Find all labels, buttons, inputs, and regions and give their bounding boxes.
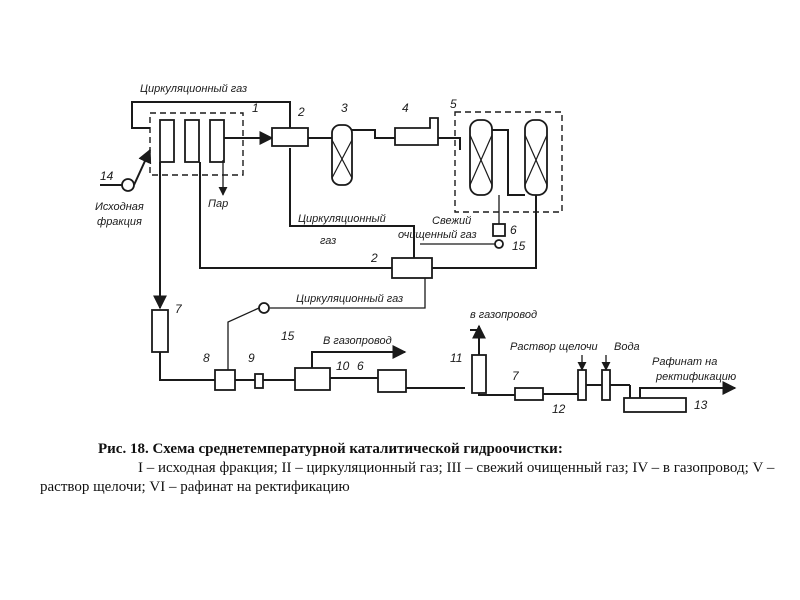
reactor-block-5 [454, 111, 563, 213]
number-7-vertical: 7 [175, 302, 183, 316]
label-raffinate-1: Рафинат на [652, 356, 717, 368]
label-circulation-gas-low: Циркуляционный газ [296, 293, 403, 305]
number-15-bottom: 15 [281, 329, 295, 343]
label-fresh-gas-2: очищенный газ [398, 229, 477, 241]
circulation-gas-top-line [131, 101, 291, 137]
exchanger-2-bottom [391, 257, 433, 279]
number-2-bottom: 2 [370, 251, 378, 265]
label-feed-2: фракция [97, 216, 142, 228]
number-15-top: 15 [512, 239, 526, 253]
reactor-3 [331, 124, 395, 186]
vessel-13 [623, 381, 737, 413]
number-6-bottom: 6 [357, 359, 364, 373]
number-5: 5 [450, 97, 457, 111]
number-7-horizontal: 7 [512, 369, 520, 383]
figure-caption: Рис. 18. Схема среднетемпературной катал… [40, 440, 785, 497]
caption-title: Рис. 18. Схема среднетемпературной катал… [98, 441, 563, 457]
label-gas-line-2: в газопровод [470, 309, 537, 321]
vessel-6-bottom [377, 369, 465, 393]
exchanger-2-top [271, 127, 339, 150]
column-11 [470, 324, 515, 396]
number-2-top: 2 [297, 105, 305, 119]
vessel-4 [394, 117, 461, 150]
label-gas-line-1: В газопровод [323, 335, 392, 347]
label-circulation-gas-top: Циркуляционный газ [140, 83, 247, 95]
return-to-exchanger-line [199, 162, 392, 269]
number-9: 9 [248, 351, 255, 365]
separator-8 [214, 369, 255, 391]
circulation-gas-low-line [270, 278, 426, 309]
label-raffinate-2: ректификацию [655, 371, 736, 383]
circulation-gas-to-exchanger [289, 148, 415, 258]
label-steam: Пар [208, 198, 228, 210]
number-4: 4 [402, 101, 409, 115]
number-14: 14 [100, 169, 114, 183]
heat-exchanger-1 [149, 112, 244, 176]
pump-9 [254, 373, 295, 389]
mixers-12 [577, 355, 630, 401]
number-12: 12 [552, 402, 566, 416]
label-circulation-gas-mid-2: газ [320, 235, 336, 247]
fresh-gas-unit-6 [420, 195, 506, 249]
label-alkali: Раствор щелочи [510, 341, 598, 353]
vessel-10 [294, 345, 407, 391]
label-water: Вода [614, 341, 640, 353]
number-1: 1 [252, 101, 259, 115]
number-13: 13 [694, 398, 708, 412]
number-11: 11 [450, 351, 462, 365]
valve-15 [258, 302, 270, 314]
cooler-7 [151, 162, 215, 381]
label-circulation-gas-mid-1: Циркуляционный [298, 213, 386, 225]
valve-15-line [227, 307, 260, 372]
number-10: 10 [336, 359, 350, 373]
number-8: 8 [203, 351, 210, 365]
number-6-top: 6 [510, 223, 517, 237]
caption-legend: I – исходная фракция; II – циркуляционны… [40, 460, 775, 495]
number-3: 3 [341, 101, 348, 115]
label-feed-1: Исходная [95, 201, 144, 213]
feed-pump-14 [100, 148, 152, 192]
cooler-7-horizontal [514, 387, 578, 401]
label-fresh-gas-1: Свежий [432, 215, 471, 227]
circulation-gas-mid-line [432, 195, 537, 269]
process-flow-diagram: Циркуляционный газ Циркуляционный газ Ци… [95, 83, 737, 416]
